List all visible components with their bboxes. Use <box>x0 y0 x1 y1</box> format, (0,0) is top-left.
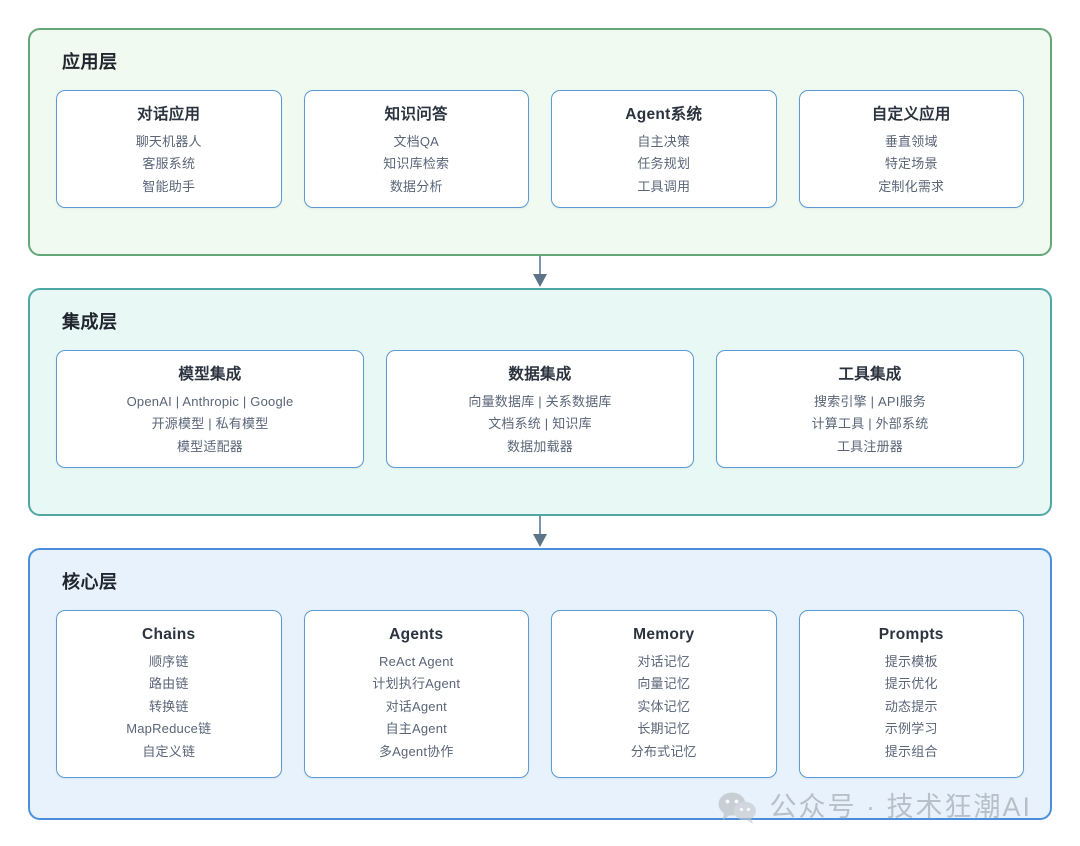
card-item: 自主决策 <box>637 133 691 149</box>
layer-core: 核心层 Chains 顺序链 路由链 转换链 MapReduce链 自定义链 A… <box>28 548 1052 820</box>
card-item: 聊天机器人 <box>135 133 202 149</box>
card-item: 顺序链 <box>148 653 189 669</box>
card-item: 自定义链 <box>142 743 196 759</box>
card-title: Prompts <box>878 625 944 643</box>
card-prompts[interactable]: Prompts 提示模板 提示优化 动态提示 示例学习 提示组合 <box>798 609 1024 778</box>
card-item: 路由链 <box>148 676 189 692</box>
card-item: 智能助手 <box>142 178 196 194</box>
card-agents[interactable]: Agents ReAct Agent 计划执行Agent 对话Agent 自主A… <box>303 609 529 778</box>
card-item: 对话记忆 <box>637 653 691 669</box>
card-item: 示例学习 <box>884 721 938 737</box>
card-item: 开源模型 | 私有模型 <box>151 416 269 432</box>
card-item: 多Agent协作 <box>378 743 454 759</box>
card-chains[interactable]: Chains 顺序链 路由链 转换链 MapReduce链 自定义链 <box>56 609 282 778</box>
card-item: 自主Agent <box>385 721 447 737</box>
card-knowledge-qa[interactable]: 知识问答 文档QA 知识库检索 数据分析 <box>303 89 529 208</box>
card-item: 数据分析 <box>389 178 443 194</box>
card-row-integration: 模型集成 OpenAI | Anthropic | Google 开源模型 | … <box>56 349 1024 468</box>
card-title: 模型集成 <box>178 365 242 383</box>
connector-integration-to-core <box>28 516 1052 548</box>
card-row-application: 对话应用 聊天机器人 客服系统 智能助手 知识问答 文档QA 知识库检索 数据分… <box>56 89 1024 208</box>
card-item: 模型适配器 <box>176 438 243 454</box>
card-item: 计算工具 | 外部系统 <box>811 416 929 432</box>
card-model-integration[interactable]: 模型集成 OpenAI | Anthropic | Google 开源模型 | … <box>56 349 364 468</box>
card-title: Chains <box>142 625 196 643</box>
card-item: 知识库检索 <box>383 156 450 172</box>
card-item: 文档系统 | 知识库 <box>488 416 592 432</box>
card-item: 动态提示 <box>884 698 938 714</box>
card-title: 对话应用 <box>137 105 201 123</box>
card-title: 知识问答 <box>384 105 448 123</box>
card-item: 向量数据库 | 关系数据库 <box>468 393 612 409</box>
card-item: 对话Agent <box>385 698 447 714</box>
card-item: 文档QA <box>393 133 440 149</box>
card-title: Agents <box>389 625 444 643</box>
card-item: 计划执行Agent <box>372 676 461 692</box>
card-item: 长期记忆 <box>637 721 691 737</box>
card-title: 自定义应用 <box>871 105 951 123</box>
card-item: MapReduce链 <box>126 721 212 737</box>
card-item: 实体记忆 <box>637 698 691 714</box>
card-item: 客服系统 <box>142 156 196 172</box>
card-agent-system[interactable]: Agent系统 自主决策 任务规划 工具调用 <box>551 89 777 208</box>
card-item: 转换链 <box>148 698 189 714</box>
card-data-integration[interactable]: 数据集成 向量数据库 | 关系数据库 文档系统 | 知识库 数据加载器 <box>386 349 694 468</box>
layer-application: 应用层 对话应用 聊天机器人 客服系统 智能助手 知识问答 文档QA 知识库检索… <box>28 28 1052 256</box>
arrow-down-icon <box>533 516 547 547</box>
card-custom-application[interactable]: 自定义应用 垂直领域 特定场景 定制化需求 <box>798 89 1024 208</box>
card-item: 提示优化 <box>884 676 938 692</box>
card-item: 工具注册器 <box>836 438 903 454</box>
card-item: 提示模板 <box>884 653 938 669</box>
card-item: 特定场景 <box>884 156 938 172</box>
card-item: 提示组合 <box>884 743 938 759</box>
card-title: Agent系统 <box>625 105 703 123</box>
card-row-core: Chains 顺序链 路由链 转换链 MapReduce链 自定义链 Agent… <box>56 609 1024 778</box>
card-item: ReAct Agent <box>379 653 454 669</box>
card-title: Memory <box>633 625 695 643</box>
card-item: 数据加载器 <box>506 438 573 454</box>
card-dialogue-application[interactable]: 对话应用 聊天机器人 客服系统 智能助手 <box>56 89 282 208</box>
card-item: 垂直领域 <box>884 133 938 149</box>
layer-integration: 集成层 模型集成 OpenAI | Anthropic | Google 开源模… <box>28 288 1052 516</box>
card-tool-integration[interactable]: 工具集成 搜索引擎 | API服务 计算工具 | 外部系统 工具注册器 <box>716 349 1024 468</box>
connector-application-to-integration <box>28 256 1052 288</box>
card-item: 任务规划 <box>637 156 691 172</box>
card-item: 工具调用 <box>637 178 691 194</box>
card-item: 分布式记忆 <box>630 743 697 759</box>
layer-title-core: 核心层 <box>62 572 118 592</box>
card-item: OpenAI | Anthropic | Google <box>126 393 294 409</box>
card-title: 工具集成 <box>838 365 902 383</box>
layer-title-application: 应用层 <box>62 52 118 72</box>
arrow-down-icon <box>533 256 547 287</box>
layer-title-integration: 集成层 <box>62 312 118 332</box>
card-item: 向量记忆 <box>637 676 691 692</box>
card-title: 数据集成 <box>508 365 572 383</box>
card-item: 定制化需求 <box>878 178 945 194</box>
card-memory[interactable]: Memory 对话记忆 向量记忆 实体记忆 长期记忆 分布式记忆 <box>551 609 777 778</box>
card-item: 搜索引擎 | API服务 <box>814 393 926 409</box>
